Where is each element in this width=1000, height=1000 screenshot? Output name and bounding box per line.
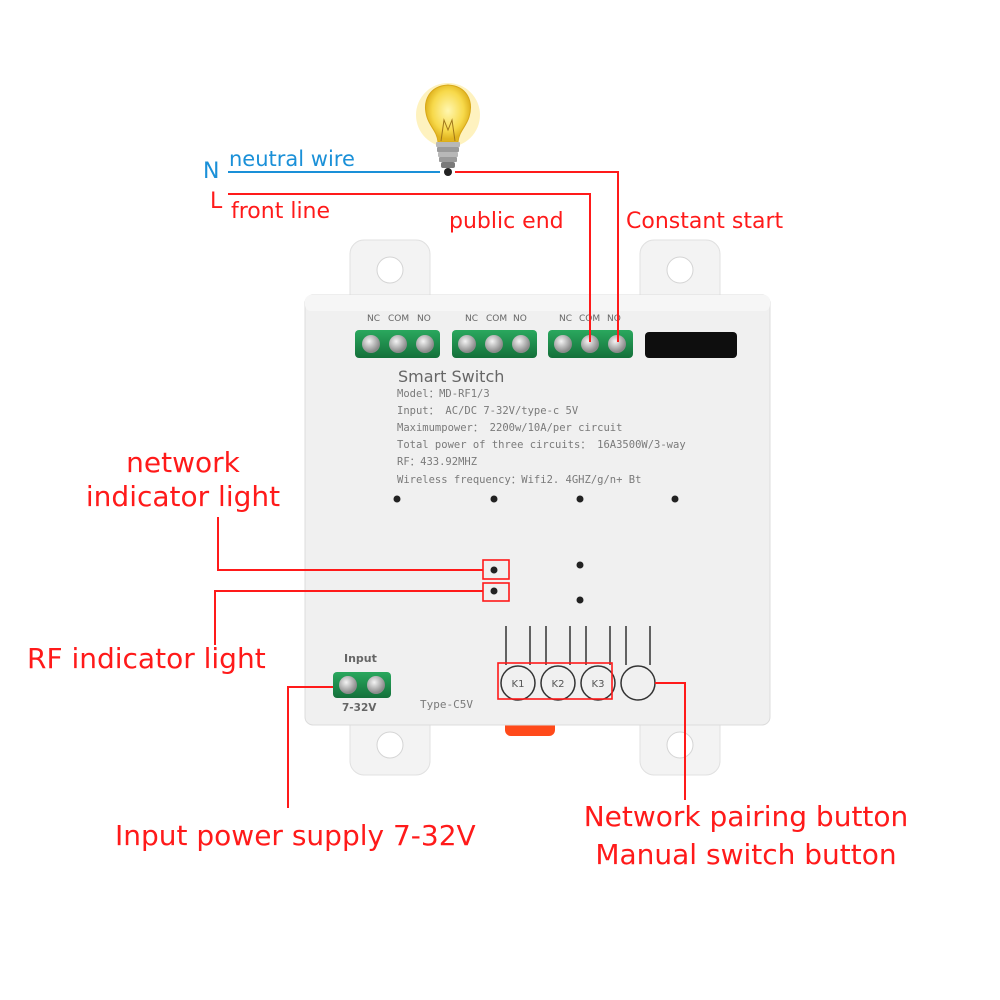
terminal-label-no: NO [417, 314, 431, 324]
light-bulb-icon [416, 83, 480, 176]
rf-indicator-label: RF indicator light [27, 642, 266, 675]
terminal-block-3 [548, 330, 633, 358]
terminal-label-nc: NC [367, 314, 380, 324]
network-indicator-led [490, 566, 498, 574]
terminal-block-2 [452, 330, 537, 358]
input-terminal-block [333, 672, 391, 698]
device-title: Smart Switch [398, 367, 504, 386]
button-k2-label: K2 [552, 679, 565, 690]
pairing-button-label: Network pairing button [584, 800, 909, 833]
input-power-label: Input power supply 7-32V [115, 819, 476, 852]
pairing-button-leader [655, 682, 686, 800]
button-k3-label: K3 [592, 679, 605, 690]
device-total-power: Total power of three circuits： 16A3500W/… [397, 439, 686, 451]
pairing-button[interactable] [620, 665, 656, 701]
device-model: Model：MD-RF1/3 [397, 388, 490, 400]
button-k1-label: K1 [512, 679, 525, 690]
network-indicator-label-line2: indicator light [86, 480, 280, 513]
manual-button-label: Manual switch button [595, 838, 896, 871]
device-rf-spec: RF：433.92MHZ [397, 456, 477, 468]
terminal-label-nc: NC [559, 314, 572, 324]
l-letter: L [210, 189, 223, 214]
n-letter: N [203, 159, 219, 184]
front-line-wire [228, 193, 591, 342]
network-indicator-label-line1: network [126, 446, 240, 479]
display-window [645, 332, 737, 358]
rf-indicator-leader [214, 590, 483, 645]
device-input-spec: Input： AC/DC 7-32V/type-c 5V [397, 405, 579, 417]
constant-start-wire [455, 171, 619, 342]
button-k1[interactable]: K1 [500, 665, 536, 701]
terminal-label-no: NO [607, 314, 621, 324]
terminal-label-com: COM [486, 314, 507, 324]
terminal-block-1 [355, 330, 440, 358]
button-k3[interactable]: K3 [580, 665, 616, 701]
terminal-label-com: COM [388, 314, 409, 324]
input-power-leader [287, 686, 333, 808]
network-indicator-leader [217, 517, 483, 571]
public-end-label: public end [449, 209, 564, 234]
neutral-wire-label: neutral wire [229, 147, 355, 171]
front-line-label: front line [231, 199, 330, 224]
terminal-label-nc: NC [465, 314, 478, 324]
device-max-power: Maximumpower： 2200w/10A/per circuit [397, 422, 622, 434]
constant-start-label: Constant start [626, 209, 784, 234]
input-range-label: 7-32V [342, 702, 377, 714]
terminal-label-no: NO [513, 314, 527, 324]
typec-label: Type-C5V [420, 698, 473, 711]
button-k2[interactable]: K2 [540, 665, 576, 701]
device-dots [393, 495, 679, 604]
device-wireless-spec: Wireless frequency：Wifi2. 4GHZ/g/n+ Bt [397, 474, 641, 486]
input-label: Input [344, 652, 377, 665]
button-leads [505, 626, 651, 665]
rf-indicator-led [490, 587, 498, 595]
